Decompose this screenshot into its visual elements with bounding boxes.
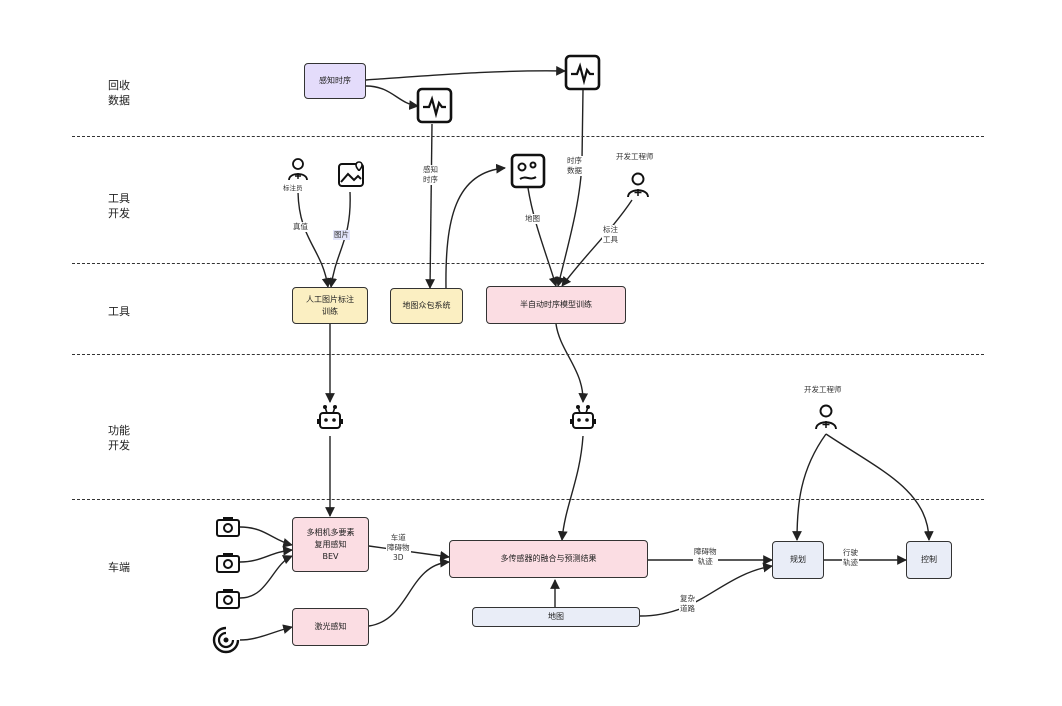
edge-engineer-to-control <box>825 433 934 541</box>
lane-divider <box>72 136 984 137</box>
person-icon <box>815 404 837 430</box>
node-multi-sensor-fusion[interactable]: 多传感器的融合与预测结果 <box>449 540 648 578</box>
lane-label-vehicle: 车端 <box>108 561 130 574</box>
waveform-icon <box>564 54 601 91</box>
edge-robot-to-fusion <box>557 435 584 541</box>
edge-image-to-labeling <box>327 191 351 288</box>
edge-camera3-to-bev <box>239 555 293 599</box>
edge-label-obstacle-trajectory: 障碍物 轨迹 <box>693 547 718 567</box>
edge-label-driving-trajectory: 行驶 轨迹 <box>842 548 859 568</box>
edge-label-true-value: 真值 <box>292 222 309 232</box>
node-planning[interactable]: 规划 <box>772 541 824 579</box>
edge-label-complex-road: 复杂 道路 <box>679 594 696 614</box>
node-perception-timing[interactable]: 感知时序 <box>304 63 366 99</box>
lane-divider <box>72 263 984 264</box>
edge-label-lane-obstacle-3d: 车道 障碍物 3D <box>386 533 411 563</box>
edge-map-to-planning <box>639 562 773 617</box>
person-label-dev-engineer-top: 开发工程师 <box>615 152 655 162</box>
edge-label-timing-data: 时序 数据 <box>566 156 583 176</box>
edge-engineer-to-planning <box>792 433 827 541</box>
lidar-icon <box>212 626 240 654</box>
image-icon <box>338 161 364 187</box>
robot-icon <box>570 405 596 429</box>
edge-lidar-to-laser <box>239 624 293 641</box>
edge-waveform-to-map-system <box>425 123 436 289</box>
node-manual-image-labeling[interactable]: 人工图片标注 训练 <box>292 287 368 324</box>
person-icon <box>288 158 308 181</box>
edge-waveform-top-to-semi-auto <box>555 89 584 287</box>
person-icon <box>627 172 649 198</box>
lane-divider <box>72 354 984 355</box>
edge-map-system-to-pin <box>445 163 506 290</box>
edge-timing-to-waveform <box>365 85 419 110</box>
lane-label-tools: 工具 <box>108 305 130 318</box>
edge-camera1-to-bev <box>239 526 293 548</box>
node-map-crowdsourcing[interactable]: 地图众包系统 <box>390 288 463 324</box>
edge-laser-to-fusion <box>368 557 450 627</box>
edge-annotator-to-labeling <box>297 191 332 288</box>
camera-icon <box>216 517 240 537</box>
lane-label-tool-dev: 工具 开发 <box>108 192 130 220</box>
map-pin-icon <box>510 153 546 189</box>
edge-timing-to-waveform-top <box>365 65 566 81</box>
edge-camera2-to-bev <box>239 545 293 563</box>
node-lidar-perception[interactable]: 激光感知 <box>292 608 369 646</box>
edge-label-perception-timing: 感知 时序 <box>422 165 439 185</box>
lane-label-feature-dev: 功能 开发 <box>108 424 130 452</box>
node-control[interactable]: 控制 <box>906 541 952 579</box>
person-label-annotator: 标注员 <box>282 183 304 193</box>
node-semi-auto-timing-training[interactable]: 半自动时序模型训练 <box>486 286 626 324</box>
person-label-dev-engineer-right: 开发工程师 <box>803 385 843 395</box>
node-multi-camera-bev[interactable]: 多相机多要素 复用感知 BEV <box>292 517 369 572</box>
edge-semi-auto-to-robot <box>555 323 589 403</box>
lane-divider <box>72 499 984 500</box>
waveform-icon <box>416 87 453 124</box>
lane-label-recovered-data: 回收 数据 <box>108 79 130 107</box>
camera-icon <box>216 553 240 573</box>
edge-engineer-to-semi-auto <box>561 199 633 287</box>
camera-icon <box>216 589 240 609</box>
edge-label-map: 地图 <box>524 214 541 224</box>
edge-pin-to-semi-auto <box>527 187 559 287</box>
edge-label-annotation-tool: 标注 工具 <box>602 225 619 245</box>
node-map[interactable]: 地图 <box>472 607 640 627</box>
robot-icon <box>317 405 343 429</box>
edge-label-image: 图片 <box>333 230 350 240</box>
